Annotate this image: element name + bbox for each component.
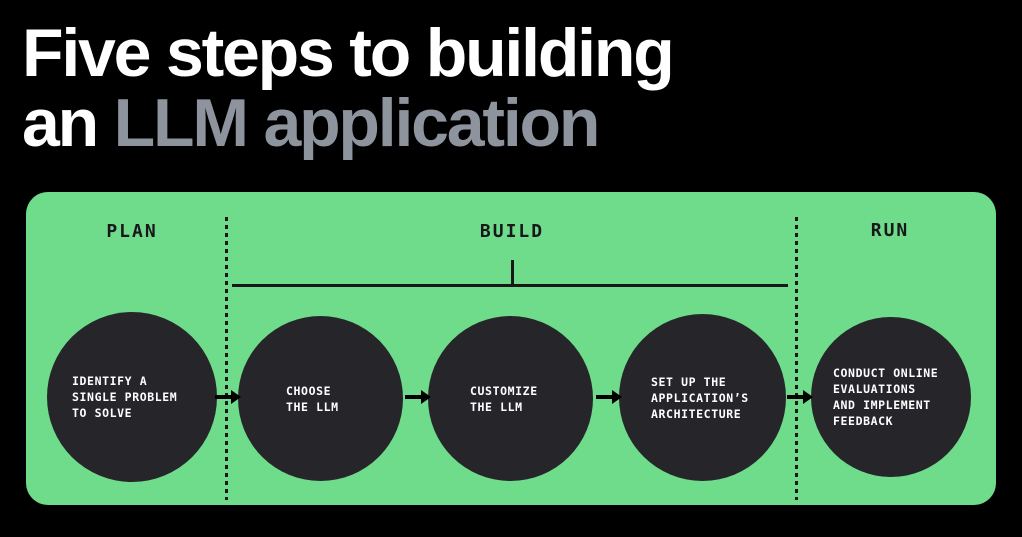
step-circle-2[interactable]: CHOOSE THE LLM <box>238 316 403 481</box>
page-title: Five steps to building an LLM applicatio… <box>22 18 1002 158</box>
step-label-2: CHOOSE THE LLM <box>286 383 339 414</box>
title-line-2-prefix: an <box>22 85 114 161</box>
arrow-right-icon-2 <box>405 390 431 404</box>
arrow-shaft <box>596 395 613 399</box>
title-line-2-highlight: LLM application <box>113 85 601 161</box>
arrow-right-icon-1 <box>215 390 241 404</box>
arrow-shaft <box>215 395 232 399</box>
step-circle-3[interactable]: CUSTOMIZE THE LLM <box>428 316 593 481</box>
step-circle-5[interactable]: CONDUCT ONLINE EVALUATIONS AND IMPLEMENT… <box>811 317 971 477</box>
step-label-4: SET UP THE APPLICATION’S ARCHITECTURE <box>651 374 749 421</box>
build-span-line <box>232 284 788 287</box>
step-label-5: CONDUCT ONLINE EVALUATIONS AND IMPLEMENT… <box>833 366 939 428</box>
arrow-head <box>231 390 241 404</box>
steps-panel: PLAN BUILD RUN IDENTIFY A SINGLE PROBLEM… <box>26 192 996 505</box>
build-span-tick <box>511 260 514 285</box>
arrow-right-icon-3 <box>596 390 622 404</box>
step-label-3: CUSTOMIZE THE LLM <box>470 383 538 414</box>
phase-label-plan: PLAN <box>106 221 158 242</box>
title-line-1: Five steps to building <box>22 15 675 91</box>
phase-label-run: RUN <box>870 220 910 241</box>
arrow-right-icon-4 <box>787 390 813 404</box>
phase-label-build: BUILD <box>479 221 545 242</box>
phase-divider-build-run <box>795 217 798 500</box>
phase-divider-plan-build <box>225 217 228 500</box>
arrow-shaft <box>787 395 804 399</box>
arrow-shaft <box>405 395 422 399</box>
step-circle-1[interactable]: IDENTIFY A SINGLE PROBLEM TO SOLVE <box>47 312 217 482</box>
step-circle-4[interactable]: SET UP THE APPLICATION’S ARCHITECTURE <box>619 314 786 481</box>
title-line-2: an LLM application <box>22 88 1002 158</box>
arrow-head <box>803 390 813 404</box>
arrow-head <box>421 390 431 404</box>
step-label-1: IDENTIFY A SINGLE PROBLEM TO SOLVE <box>72 374 178 420</box>
arrow-head <box>612 390 622 404</box>
